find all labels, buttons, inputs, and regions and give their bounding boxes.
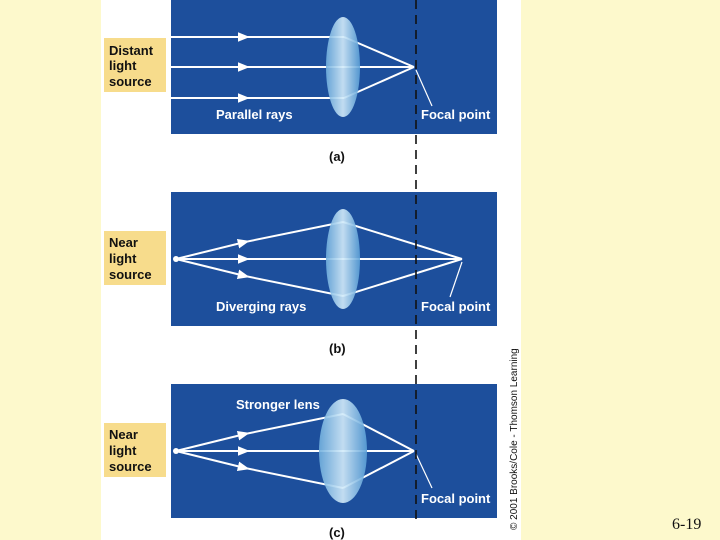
panel-b-source-box [104,231,166,285]
panel-a: Distant light source Parallel rays Focal… [104,0,497,164]
panel-a-ray-label: Parallel rays [216,107,293,122]
panel-c-focal-pointer [415,453,433,489]
copyright-notice: © 2001 Brooks/Cole - Thomson Learning [509,348,520,530]
panel-c-lens [319,399,367,503]
panel-a-source-box [104,38,166,92]
panel-b-lens [326,209,360,309]
panel-c: Near light source Stronger lens Focal po… [104,384,497,540]
panel-a-caption: (a) [329,149,345,164]
panel-a-focal-label: Focal point [421,107,491,122]
slide-number: 6-19 [672,516,702,533]
panel-b-caption: (b) [329,341,346,356]
panel-b-ray-label: Diverging rays [216,299,306,314]
panel-b-source-label: Near light source [109,235,152,282]
panel-b-focal-label: Focal point [421,299,491,314]
panel-b: Near light source Diverging rays Focal p… [104,192,497,356]
panel-c-focal-label: Focal point [421,491,491,506]
panel-c-source-box [104,423,166,477]
panel-c-caption: (c) [329,525,345,540]
panel-c-ray-label: Stronger lens [236,397,320,412]
panel-b-focal-pointer [449,261,463,298]
panel-a-focal-pointer [415,69,433,107]
panel-c-source-label: Near light source [109,427,152,474]
panel-a-lens [326,17,360,117]
panel-a-source-label: Distant light source [109,43,157,89]
